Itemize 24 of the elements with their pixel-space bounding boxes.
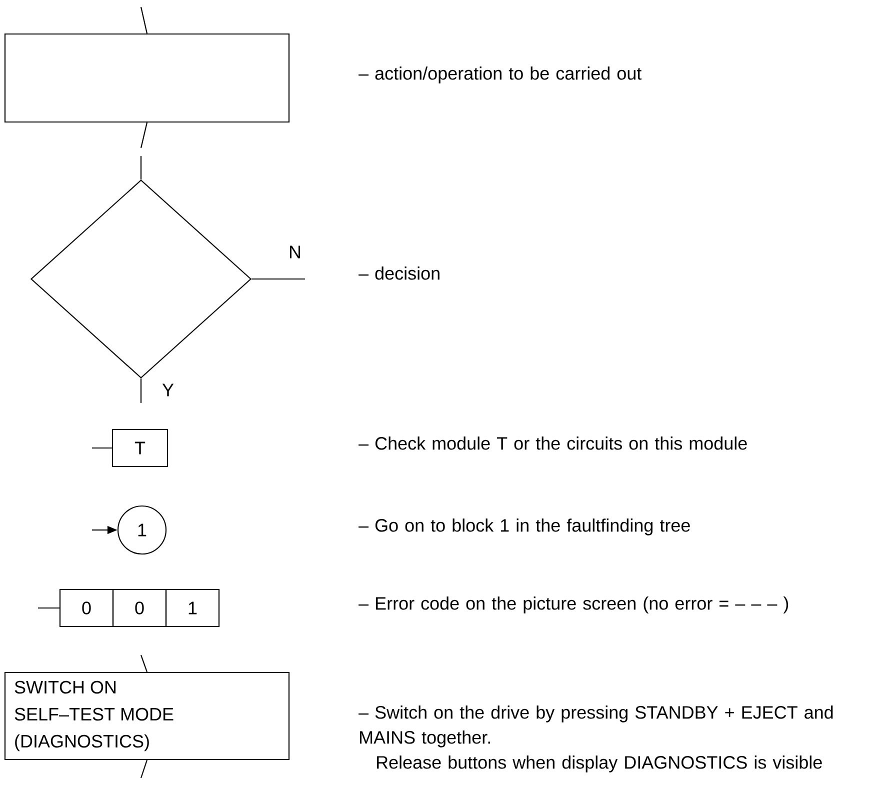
description-text: – Check module T or the circuits on this module [358, 436, 747, 450]
connector-line [252, 278, 305, 280]
description-text: – Error code on the picture screen (no error = – – – ) [358, 596, 788, 614]
connector-line [140, 760, 148, 778]
code-cell: 0 [112, 588, 167, 628]
process-box [4, 33, 290, 123]
connector-line [140, 122, 148, 148]
connector-line [140, 156, 142, 180]
module-box: T [112, 428, 168, 468]
connector-line [140, 6, 148, 34]
edge-label: Y [161, 382, 175, 398]
description-text: – decision [358, 266, 440, 280]
connector-line [140, 654, 148, 672]
connector-line [38, 607, 60, 609]
edge-label: N [288, 244, 302, 260]
code-cell: 0 [59, 588, 114, 628]
description-text: – action/operation to be carried out [358, 66, 642, 84]
description-text: – Go on to block 1 in the faultfinding tree [358, 518, 690, 536]
instruction-box: SWITCH ON SELF–TEST MODE (DIAGNOSTICS) [4, 672, 290, 760]
code-cell: 1 [165, 588, 220, 628]
description-text: Release buttons when display DIAGNOSTICS is visible [377, 756, 822, 772]
description-text: – Switch on the drive by pressing STANDBY + EJECT and MAINS together. [358, 706, 833, 748]
connector-line [140, 378, 142, 403]
connector-line [92, 447, 112, 449]
